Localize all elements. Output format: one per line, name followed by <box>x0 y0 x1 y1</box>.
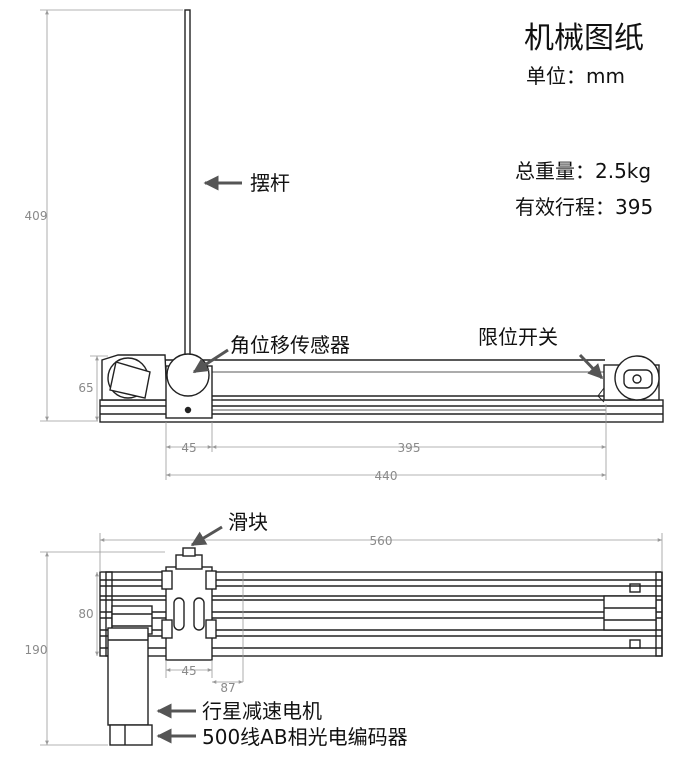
dim-87: 87 <box>220 681 235 695</box>
dim-190: 190 <box>25 643 48 657</box>
stroke-label: 有效行程：395 <box>515 195 654 219</box>
dim-65: 65 <box>78 381 93 395</box>
dim-395: 395 <box>398 441 421 455</box>
dim-560: 560 <box>370 534 393 548</box>
limit-switch-label: 限位开关 <box>478 325 558 349</box>
slider-carriage <box>165 566 213 661</box>
dim-409: 409 <box>25 209 48 223</box>
weight-label: 总重量：2.5kg <box>515 159 652 183</box>
slider-label: 滑块 <box>228 510 268 534</box>
unit-label: 单位：mm <box>526 64 625 88</box>
dim-440: 440 <box>375 469 398 483</box>
angle-sensor-disc <box>166 353 210 397</box>
side-view <box>99 9 664 423</box>
dim-side-45: 45 <box>181 441 196 455</box>
arrow-angle-sensor <box>192 348 229 374</box>
callout-arrows <box>156 175 604 744</box>
arrow-slider <box>190 525 223 547</box>
planetary-motor <box>107 627 149 726</box>
dim-top-45: 45 <box>181 664 196 678</box>
arrow-limit-switch <box>578 353 604 380</box>
encoder <box>109 724 153 746</box>
pendulum-rod <box>184 9 191 366</box>
motor-label: 行星减速电机 <box>202 699 322 723</box>
right-pulley <box>603 595 657 631</box>
page-title: 机械图纸 <box>524 21 644 56</box>
side-view-dimensions <box>40 9 607 480</box>
angle-sensor-label: 角位移传感器 <box>230 333 350 357</box>
pendulum-label: 摆杆 <box>250 171 290 195</box>
encoder-label: 500线AB相光电编码器 <box>202 725 408 749</box>
dim-80: 80 <box>78 607 93 621</box>
top-view <box>99 547 663 746</box>
